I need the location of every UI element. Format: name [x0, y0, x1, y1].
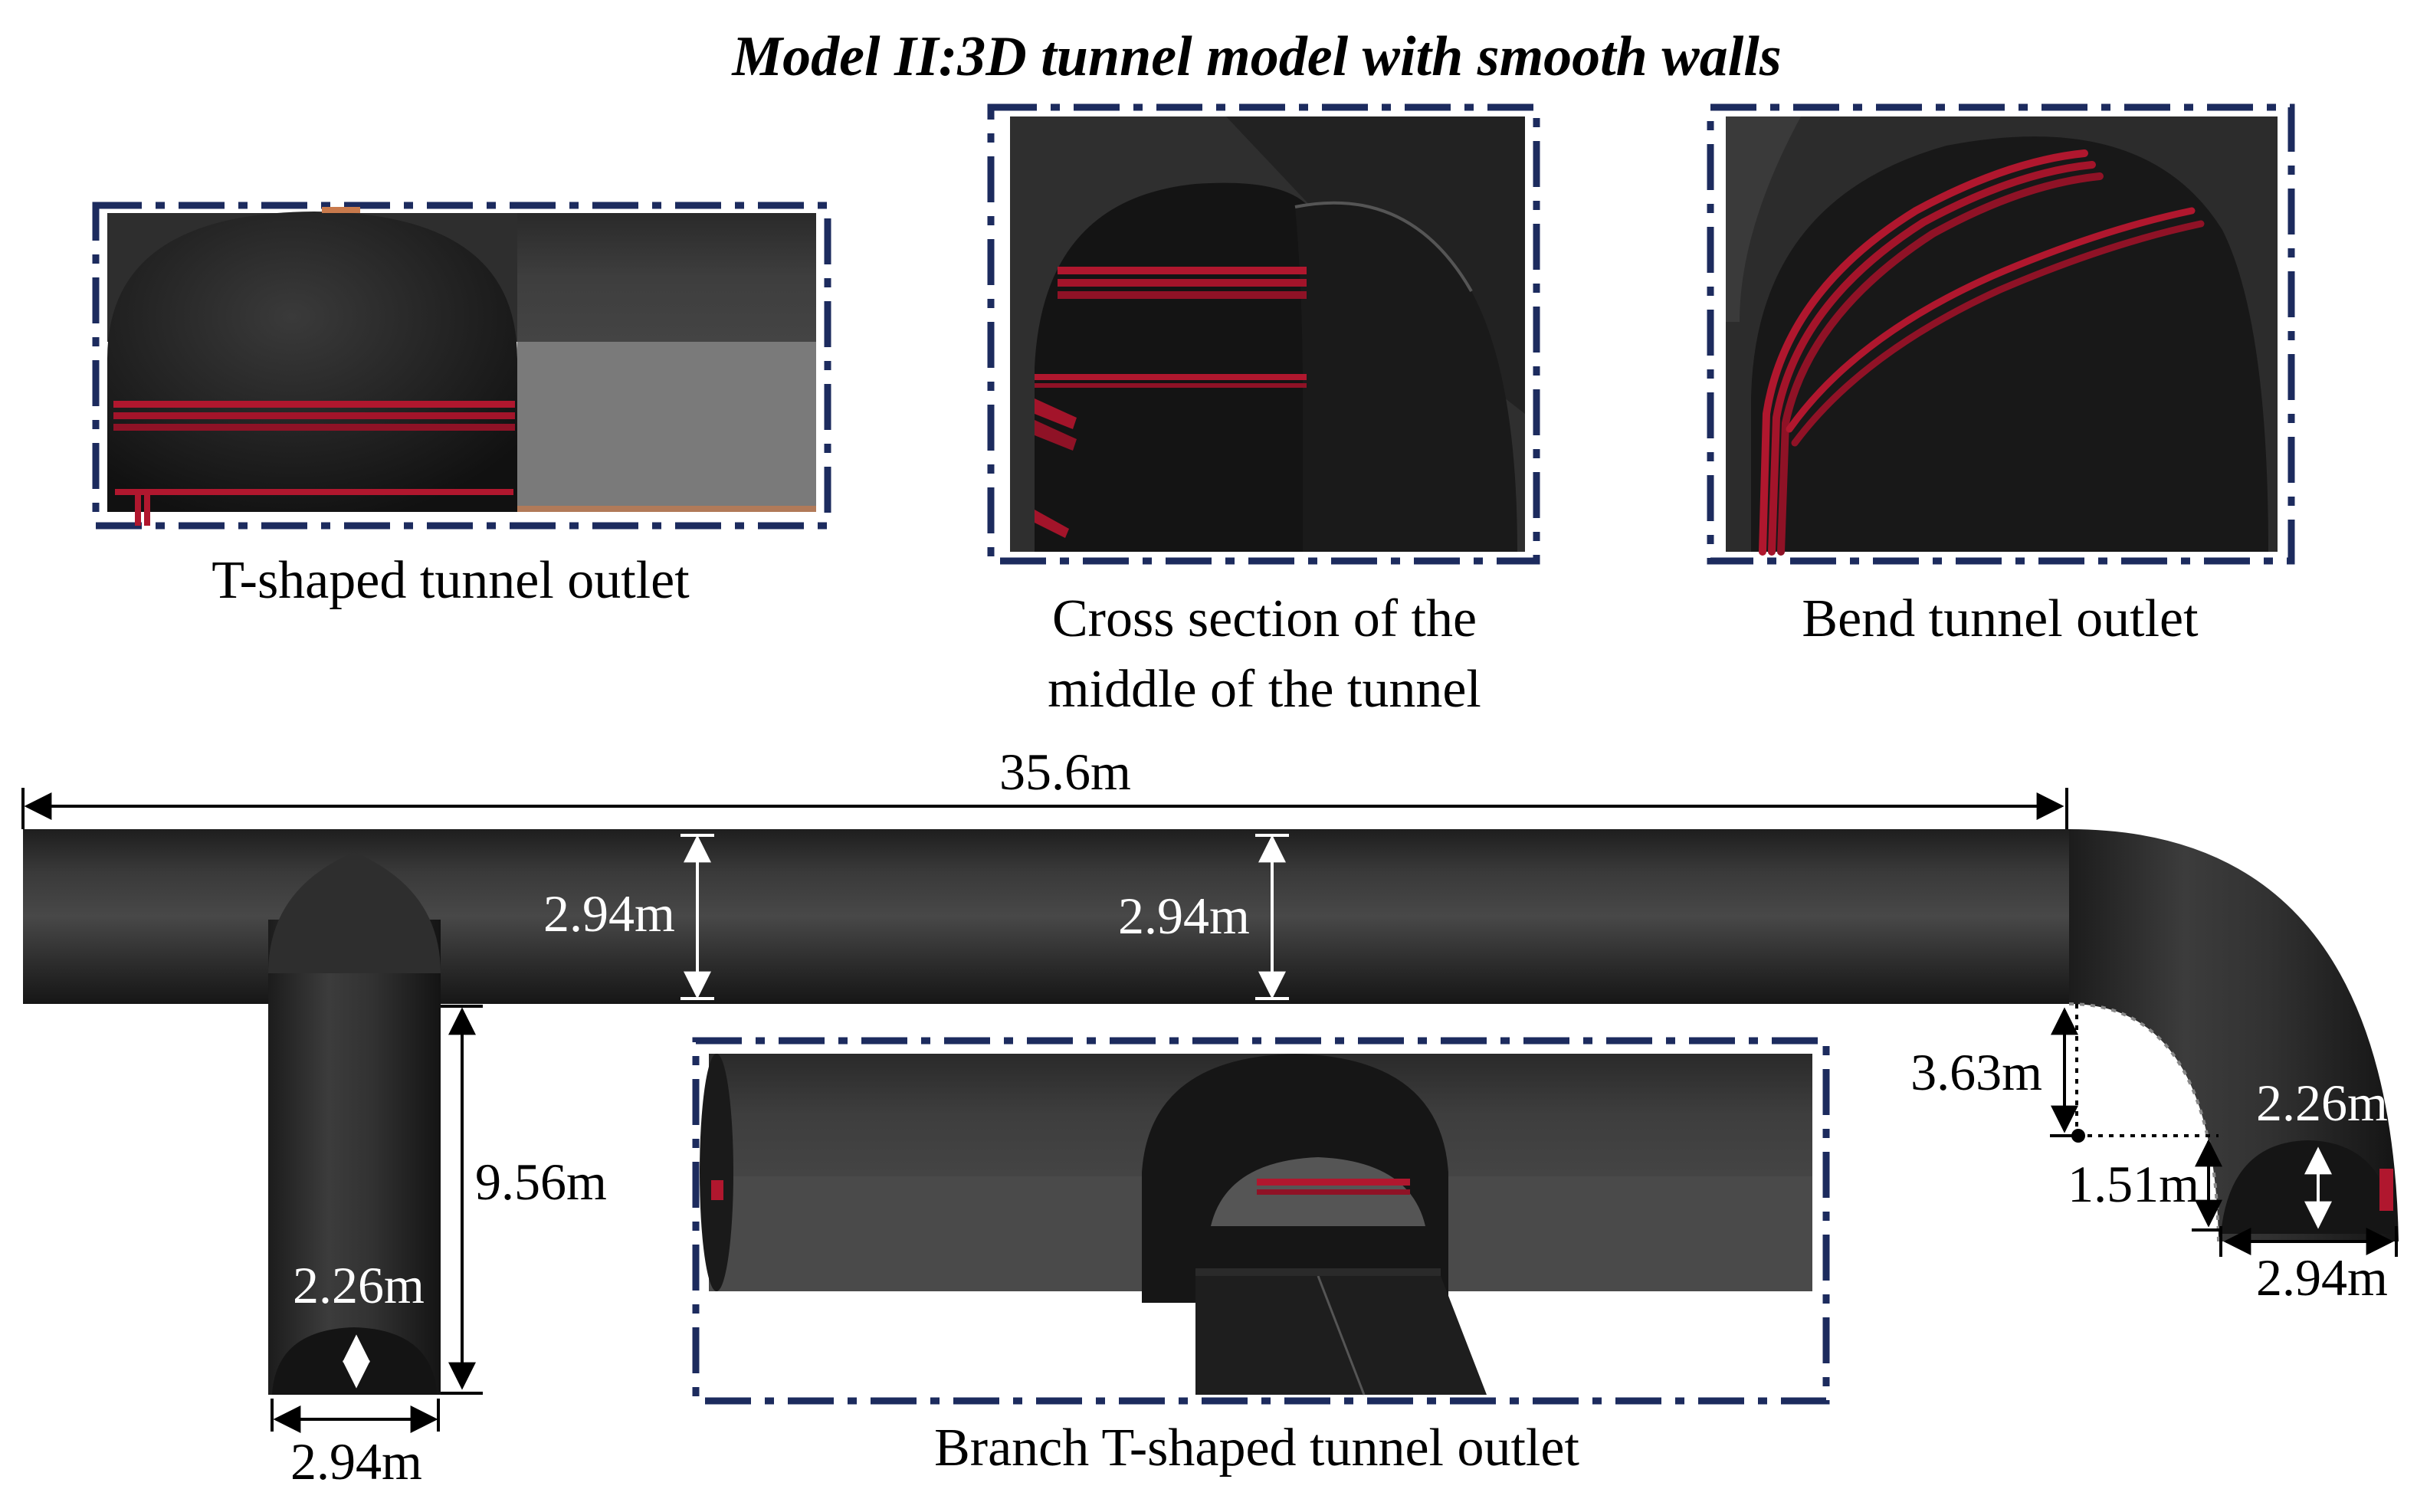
- main-height-label-2: 2.94m: [1118, 887, 1250, 945]
- cross-section-caption-line2: middle of the tunnel: [1048, 660, 1481, 719]
- t-outlet-side: [517, 213, 816, 342]
- branch-junction: [268, 852, 441, 973]
- bend-radius-label: 3.63m: [1910, 1043, 2042, 1101]
- t-outlet-panel: T-shaped tunnel outlet: [92, 202, 831, 610]
- branch-outlet-tube-end: [700, 1054, 733, 1291]
- cross-section-curved-wall: [1295, 202, 1517, 552]
- t-outlet-marker: [322, 207, 360, 213]
- main-tunnel-model: 35.6m 2.94m 2.94m 9.56m 2.26m 2.94m 3.63…: [21, 743, 2399, 1491]
- branch-height-label: 2.26m: [293, 1256, 425, 1314]
- branch-length-label: 9.56m: [475, 1153, 607, 1211]
- cross-section-opening: [1035, 182, 1318, 553]
- main-height-label-1: 2.94m: [543, 884, 675, 943]
- branch-width-label: 2.94m: [290, 1432, 422, 1491]
- bend-outlet-panel: Bend tunnel outlet: [1707, 103, 2295, 648]
- bend-width-label: 2.94m: [2256, 1248, 2388, 1307]
- cross-section-pipes: [1035, 267, 1307, 538]
- bend-outlet-frame: [1707, 103, 2295, 565]
- branch-outlet-panel: Branch T-shaped tunnel outlet: [692, 1037, 1830, 1478]
- cross-section-frame: [987, 103, 1540, 565]
- cross-section-caption-line1: Cross section of the: [1052, 589, 1477, 648]
- t-outlet-caption: T-shaped tunnel outlet: [212, 551, 690, 610]
- t-outlet-arch: [107, 212, 517, 512]
- cross-section-panel: Cross section of the middle of the tunne…: [987, 103, 1540, 719]
- t-outlet-floor-edge: [517, 506, 816, 512]
- bend-tunnel: [2069, 829, 2399, 1241]
- figure-title: Model II:3D tunnel model with smooth wal…: [731, 25, 1781, 88]
- branch-tunnel: [268, 920, 441, 1395]
- bend-height-label: 2.26m: [2256, 1074, 2388, 1132]
- bend-outlet-caption: Bend tunnel outlet: [1802, 589, 2199, 648]
- bend-offset-label: 1.51m: [2068, 1155, 2199, 1213]
- bend-outlet-pipes: [1759, 149, 2205, 556]
- t-outlet-floor-wall: [517, 342, 816, 512]
- branch-outlet-frame: [692, 1037, 1830, 1405]
- branch-outlet-caption: Branch T-shaped tunnel outlet: [934, 1419, 1579, 1478]
- t-outlet-frame: [92, 202, 831, 530]
- t-outlet-pipes: [113, 401, 515, 526]
- main-length-label: 35.6m: [999, 743, 1131, 801]
